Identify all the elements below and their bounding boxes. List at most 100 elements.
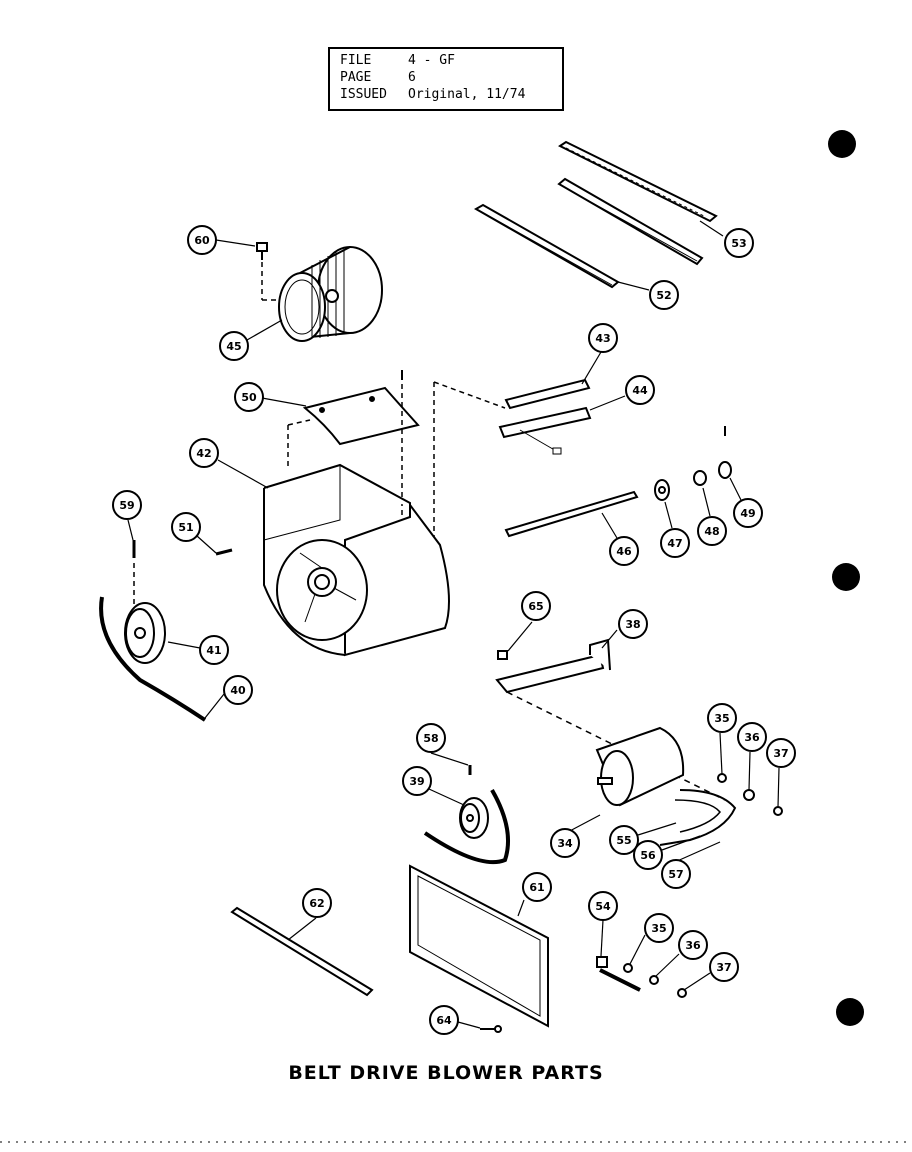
- svg-text:36: 36: [744, 731, 760, 744]
- callout-48: 48: [697, 516, 727, 546]
- callout-60: 60: [187, 225, 217, 255]
- svg-text:62: 62: [309, 897, 324, 910]
- filter-frame-61: [409, 864, 549, 1028]
- nut-35a: [717, 773, 727, 783]
- svg-text:48: 48: [704, 525, 719, 538]
- washer-36b: [649, 975, 659, 985]
- callout-58: 58: [416, 723, 446, 753]
- rail-52-lower: [473, 203, 620, 289]
- svg-text:41: 41: [206, 644, 221, 657]
- callout-42: 42: [189, 438, 219, 468]
- svg-text:36: 36: [685, 939, 701, 952]
- binder-hole-top: [828, 130, 856, 158]
- nut-35b: [623, 963, 633, 973]
- callout-34: 34: [550, 828, 580, 858]
- svg-text:35: 35: [651, 922, 666, 935]
- svg-text:58: 58: [423, 732, 438, 745]
- svg-text:38: 38: [625, 618, 640, 631]
- callout-51: 51: [171, 512, 201, 542]
- callout-47: 47: [660, 528, 690, 558]
- callout-59: 59: [112, 490, 142, 520]
- issued-value: Original, 11/74: [408, 87, 526, 102]
- callout-41: 41: [199, 635, 229, 665]
- callout-54: 54: [588, 891, 618, 921]
- svg-text:40: 40: [230, 684, 246, 697]
- callout-37b: 37: [709, 952, 739, 982]
- svg-text:51: 51: [178, 521, 193, 534]
- rail-53: [558, 140, 718, 223]
- callout-39: 39: [402, 766, 432, 796]
- callout-44: 44: [625, 375, 655, 405]
- callout-36b: 36: [678, 930, 708, 960]
- svg-text:42: 42: [196, 447, 211, 460]
- shaft-46: [504, 490, 639, 538]
- blower-wheel-45: [278, 246, 383, 342]
- svg-text:49: 49: [740, 507, 755, 520]
- svg-text:45: 45: [226, 340, 241, 353]
- pulley-41: [124, 602, 166, 664]
- callout-49: 49: [733, 498, 763, 528]
- callout-61: 61: [522, 872, 552, 902]
- callout-62: 62: [302, 888, 332, 918]
- page-value: 6: [408, 70, 416, 85]
- svg-text:57: 57: [668, 868, 683, 881]
- svg-text:47: 47: [667, 537, 682, 550]
- svg-text:61: 61: [529, 881, 544, 894]
- callout-56: 56: [633, 840, 663, 870]
- callout-65: 65: [521, 591, 551, 621]
- svg-text:65: 65: [528, 600, 543, 613]
- callout-52: 52: [649, 280, 679, 310]
- svg-text:35: 35: [714, 712, 729, 725]
- svg-text:60: 60: [194, 234, 210, 247]
- callout-35a: 35: [707, 703, 737, 733]
- svg-text:34: 34: [557, 837, 573, 850]
- callout-45: 45: [219, 331, 249, 361]
- svg-text:64: 64: [436, 1014, 452, 1027]
- callout-55: 55: [609, 825, 639, 855]
- callout-53: 53: [724, 228, 754, 258]
- leader-lines: [127, 220, 780, 1029]
- collar-49: [718, 426, 732, 479]
- callouts: 60 45 53 52 43 44 50 42 59 51 49 48 47 4…: [112, 225, 796, 1035]
- svg-text:56: 56: [640, 849, 656, 862]
- callout-37a: 37: [766, 738, 796, 768]
- svg-text:50: 50: [241, 391, 257, 404]
- motor-34: [595, 726, 737, 846]
- svg-text:44: 44: [632, 384, 648, 397]
- svg-text:46: 46: [616, 545, 632, 558]
- svg-text:53: 53: [731, 237, 746, 250]
- bearing-47: [654, 479, 670, 501]
- screw-64: [480, 1025, 502, 1033]
- callout-35b: 35: [644, 913, 674, 943]
- cutoff-plate-50: [287, 370, 506, 575]
- page-label: PAGE: [340, 70, 372, 85]
- issued-label: ISSUED: [340, 87, 387, 102]
- issued-row: ISSUED Original, 11/74: [340, 86, 525, 103]
- screw-51: [215, 548, 233, 556]
- bracket-43: [504, 378, 591, 410]
- svg-text:52: 52: [656, 289, 671, 302]
- svg-text:37: 37: [716, 961, 731, 974]
- callout-43: 43: [588, 323, 618, 353]
- callout-38: 38: [618, 609, 648, 639]
- page-row: PAGE 6: [340, 69, 416, 86]
- svg-text:59: 59: [119, 499, 134, 512]
- callout-64: 64: [429, 1005, 459, 1035]
- bracket-44: [498, 406, 592, 455]
- nut-37a: [773, 806, 783, 816]
- binder-hole-bottom: [836, 998, 864, 1026]
- svg-text:43: 43: [595, 332, 610, 345]
- svg-text:37: 37: [773, 747, 788, 760]
- file-value: 4 - GF: [408, 53, 455, 68]
- screw-60: [256, 242, 282, 301]
- svg-text:39: 39: [409, 775, 424, 788]
- diagram-title: BELT DRIVE BLOWER PARTS: [288, 1062, 604, 1084]
- svg-text:54: 54: [595, 900, 611, 913]
- callout-40: 40: [223, 675, 253, 705]
- callout-57: 57: [661, 859, 691, 889]
- screw-65: [497, 650, 508, 660]
